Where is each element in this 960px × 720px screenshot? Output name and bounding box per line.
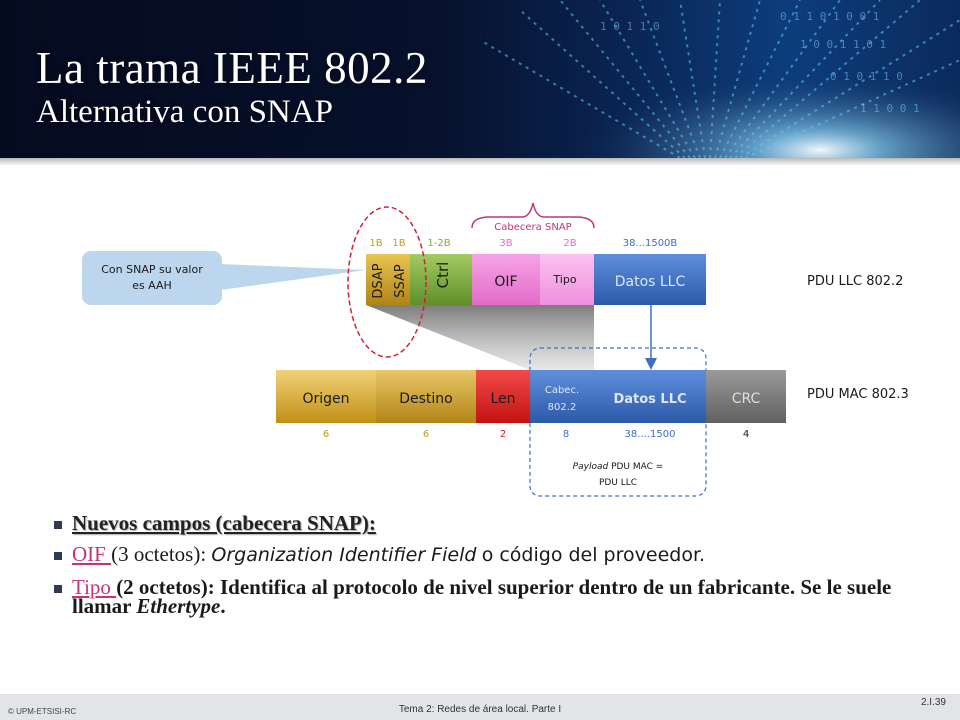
label-len: Len: [490, 391, 515, 407]
callout-line-2: es AAH: [132, 279, 172, 292]
tipo-end: .: [220, 594, 226, 618]
payload-note-italic: Payload: [573, 462, 609, 472]
tipo-description: Identifica al protocolo de nivel superio…: [72, 575, 892, 618]
keyword-oif: OIF: [72, 542, 112, 566]
field-mac-datos-llc: [594, 370, 706, 423]
mac-frame: Origen Destino Len Cabec. 802.2 Datos LL…: [276, 370, 786, 423]
oif-description: o código del proveedor.: [481, 544, 706, 566]
payload-note-line-2: PDU LLC: [599, 478, 637, 488]
llc-frame: DSAP SSAP Ctrl OIF Tipo Datos LLC: [366, 254, 706, 305]
label-mac-datos-llc: Datos LLC: [613, 392, 686, 407]
field-destino: [376, 370, 476, 423]
size-tipo: 2B: [563, 238, 576, 249]
tipo-ethertype: Ethertype: [136, 594, 221, 618]
label-destino: Destino: [399, 391, 453, 407]
label-ctrl: Ctrl: [434, 262, 452, 289]
oif-octets: (3 octetos):: [111, 542, 207, 566]
title-banner: 0 1 1 0 1 0 0 1 1 0 0 1 1 0 1 0 1 0 1 1 …: [0, 0, 960, 158]
size-destino: 6: [423, 429, 429, 440]
size-crc: 4: [743, 429, 749, 440]
callout-bubble: [82, 251, 222, 305]
bullet-list: Nuevos campos (cabecera SNAP): OIF (3 oc…: [52, 511, 922, 618]
dsap-ssap-highlight: [347, 206, 427, 358]
snap-header-brace: [471, 202, 595, 229]
oif-expansion: Organization Identifier Field: [211, 544, 477, 566]
footer-copyright: © UPM-ETSISI-RC: [8, 707, 77, 716]
field-oif: [472, 254, 540, 305]
svg-text:0 1 0 1 1 0: 0 1 0 1 1 0: [830, 70, 903, 83]
size-datos-llc: 38...1500B: [623, 238, 678, 249]
bullet-oif: OIF (3 octetos): Organization Identifier…: [52, 542, 922, 566]
callout-line-1: Con SNAP su valor: [101, 263, 203, 276]
size-ctrl: 1-2B: [427, 238, 450, 249]
footer-topic: Tema 2: Redes de área local. Parte I: [398, 704, 562, 715]
slide-subtitle: Alternativa con SNAP: [36, 94, 333, 130]
size-oif: 3B: [499, 238, 512, 249]
svg-text:1 1 0 0 1: 1 1 0 0 1: [860, 102, 920, 115]
keyword-tipo: Tipo: [72, 575, 117, 599]
payload-note-line-1: Payload PDU MAC =: [573, 462, 664, 472]
tipo-octets: (2 octetos):: [116, 575, 215, 599]
field-cabec: [530, 370, 594, 423]
payload-note-rest: PDU MAC =: [611, 462, 663, 472]
footer-bar: © UPM-ETSISI-RC Tema 2: Redes de área lo…: [0, 694, 960, 720]
size-len: 2: [500, 429, 506, 440]
field-ssap: [388, 254, 410, 305]
svg-text:0 1 1 0 1 0 0 1: 0 1 1 0 1 0 0 1: [780, 10, 879, 23]
caption-llc-frame: PDU LLC 802.2: [807, 274, 903, 289]
field-dsap: [366, 254, 388, 305]
bullet-snap-fields: Nuevos campos (cabecera SNAP):: [52, 511, 922, 535]
field-crc: [706, 370, 786, 423]
label-oif: OIF: [494, 274, 517, 290]
label-dsap: DSAP: [371, 263, 386, 298]
callout-pointer: [220, 264, 366, 290]
footer-page-number: 2.I.39: [920, 697, 946, 708]
snap-header-label: Cabecera SNAP: [494, 222, 571, 233]
size-mac-datos-llc: 38....1500: [625, 429, 676, 440]
label-cabec-line-2: 802.2: [548, 402, 577, 413]
size-origen: 6: [323, 429, 329, 440]
field-datos-llc: [594, 254, 706, 305]
bullet-snap-fields-text: Nuevos campos (cabecera SNAP):: [72, 511, 376, 535]
svg-text:1 0 1 1 0: 1 0 1 1 0: [600, 20, 660, 33]
bullet-tipo: Tipo (2 octetos): Identifica al protocol…: [52, 575, 922, 618]
field-tipo: [540, 254, 594, 305]
banner-shadow: [0, 158, 960, 166]
size-dsap: 1B: [369, 238, 382, 249]
payload-box: [529, 347, 707, 497]
label-ssap: SSAP: [393, 264, 408, 298]
label-tipo: Tipo: [552, 273, 576, 286]
field-ctrl: [410, 254, 472, 305]
caption-mac-frame: PDU MAC 802.3: [807, 387, 909, 402]
projection-shading: [366, 305, 594, 370]
slide-title: La trama IEEE 802.2: [36, 43, 428, 93]
size-ssap: 1B: [392, 238, 405, 249]
binary-tunnel-background: 0 1 1 0 1 0 0 1 1 0 0 1 1 0 1 0 1 0 1 1 …: [460, 0, 960, 158]
field-len: [476, 370, 530, 423]
label-datos-llc: Datos LLC: [615, 274, 686, 290]
label-origen: Origen: [302, 391, 349, 407]
label-crc: CRC: [732, 391, 761, 407]
field-origen: [276, 370, 376, 423]
size-cabec: 8: [563, 429, 569, 440]
svg-text:1 0 0 1 1 0 1: 1 0 0 1 1 0 1: [800, 38, 886, 51]
label-cabec-line-1: Cabec.: [545, 385, 579, 396]
